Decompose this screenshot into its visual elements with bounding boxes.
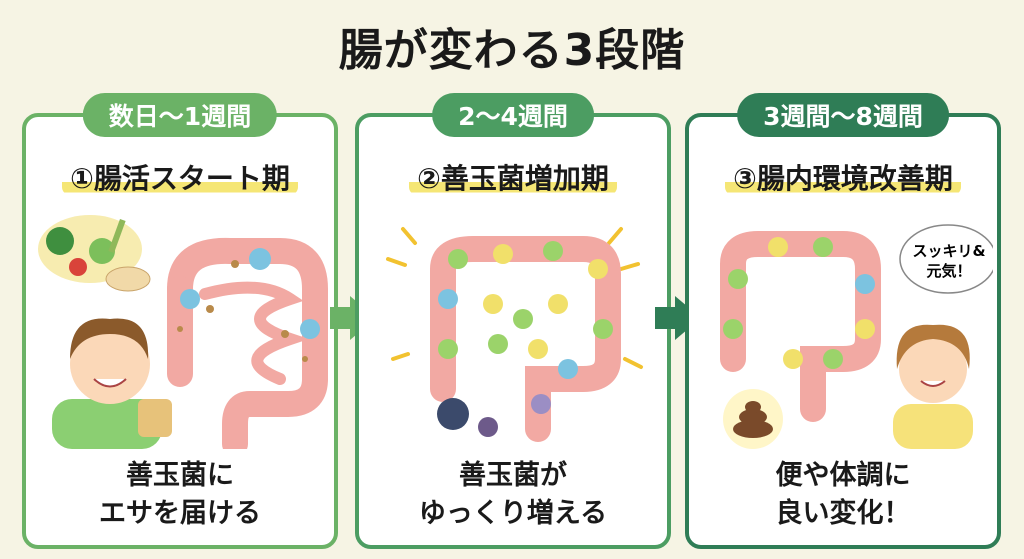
good-bacteria-icon: [438, 241, 613, 414]
good-bacteria-icon: [723, 237, 875, 369]
stage-3-caption-line1: 便や体調に: [775, 460, 911, 491]
intestine-icon: [167, 237, 328, 449]
speech-bubble-line2: 元気！: [926, 262, 972, 280]
speech-bubble: スッキリ& 元気！: [904, 241, 994, 281]
stage-3-caption-line2: 良い変化！: [775, 498, 911, 529]
speech-bubble-line1: スッキリ&: [912, 242, 986, 260]
arrow-1-shaft: [330, 307, 350, 329]
bacteria-icon: [249, 248, 271, 270]
stage-1-caption-line1: 善玉菌に: [126, 460, 234, 491]
stage-3-period: 3週間〜8週間: [737, 93, 949, 137]
stage-2-title: ②善玉菌増加期: [409, 162, 617, 195]
stage-1-illustration: [38, 215, 328, 449]
stage-3-title: ③腸内環境改善期: [725, 162, 961, 195]
stage-1-caption-line2: エサを届ける: [99, 498, 261, 529]
arrow-2-shaft: [655, 307, 675, 329]
intestine-icon: [720, 231, 881, 422]
stage-2-caption-line2: ゆっくり増える: [418, 498, 608, 529]
stage-1-panel: 数日〜1週間 ①腸活スタート期 善玉菌に エサを届ける: [22, 93, 338, 549]
stage-2-panel: 2〜4週間 ②善玉菌増加期 善玉菌が ゆっくり増える: [355, 93, 671, 549]
happy-woman-icon: [893, 324, 973, 449]
intestine-icon: [430, 236, 621, 442]
stage-2-caption-line1: 善玉菌が: [459, 460, 567, 491]
vegetables-icon: [38, 215, 151, 292]
poop-icon: [723, 389, 783, 449]
stage-1-title: ①腸活スタート期: [62, 162, 298, 195]
page-title: 腸が変わる3段階: [338, 25, 686, 76]
stage-2-illustration: [386, 227, 643, 442]
bad-bacteria-icon: [437, 398, 498, 437]
stage-1-period: 数日〜1週間: [82, 93, 278, 137]
stage-3-illustration: [720, 224, 993, 449]
stage-3-panel: 3週間〜8週間 ③腸内環境改善期 スッキリ& 元気！ 便や体調に 良い変化！: [685, 93, 1001, 549]
stage-2-period: 2〜4週間: [432, 93, 594, 137]
person-eating-icon: [52, 318, 172, 449]
